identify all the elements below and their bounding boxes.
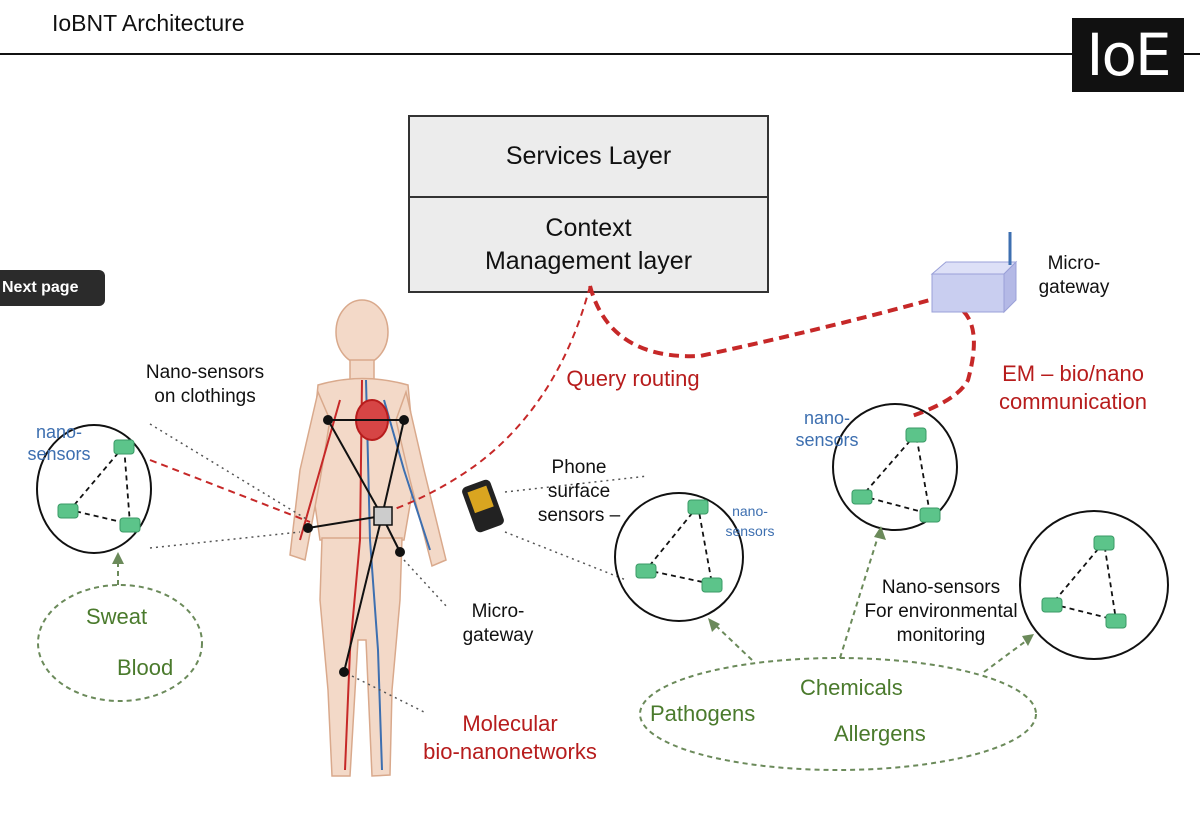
source-sweat: Sweat	[86, 604, 148, 629]
nano-sensors-right-label: nano- sensors	[795, 408, 859, 450]
vascular-system	[299, 379, 431, 771]
cluster-triangles	[68, 431, 1118, 622]
arrow-heads	[112, 526, 1034, 646]
source-ellipses	[37, 584, 1037, 771]
query-routing-links	[149, 285, 591, 523]
layer-stack: Services Layer Context Management layer	[408, 115, 769, 293]
micro-gateway-body-label: Micro- gateway	[462, 601, 534, 646]
molecular-label: Molecular bio-nanonetworks	[423, 711, 597, 764]
em-communication-link	[588, 285, 976, 418]
source-allergens: Allergens	[834, 721, 926, 746]
sensor-clusters	[36, 403, 1169, 660]
body-micro-gateway	[373, 506, 393, 526]
body-network-links	[307, 419, 405, 673]
micro-gateway-top-label: Micro- gateway	[1038, 253, 1110, 298]
context-management-layer: Context Management layer	[484, 213, 693, 275]
query-routing-label: Query routing	[566, 366, 700, 391]
phone-sensors-label: Phone surface sensors –	[537, 457, 621, 526]
nano-sensor-nodes	[57, 427, 1127, 629]
nano-sensors-left-label: nano- sensors	[27, 422, 91, 464]
source-pathogens: Pathogens	[650, 701, 756, 726]
source-blood: Blood	[117, 655, 174, 680]
cluster-phone	[614, 492, 744, 622]
human-body-figure	[289, 299, 447, 777]
environment-source	[639, 657, 1037, 771]
em-communication-label: EM – bio/nano communication	[999, 361, 1147, 414]
next-page-button[interactable]: Next page	[0, 270, 105, 306]
body-fluid-source	[37, 584, 203, 702]
cluster-em	[832, 403, 958, 531]
nano-on-clothing-label: Nano-sensors on clothings	[145, 362, 265, 407]
smartphone-icon	[462, 479, 504, 533]
env-monitoring-label: Nano-sensors For environmental monitorin…	[864, 577, 1018, 646]
services-layer: Services Layer	[410, 117, 767, 198]
title-divider	[0, 53, 1200, 55]
micro-gateway-device	[930, 232, 1018, 314]
body-nodes	[303, 415, 409, 677]
source-chemicals: Chemicals	[800, 675, 903, 700]
nano-sensors-phone-label: nano- sensors	[725, 503, 775, 539]
cluster-environment	[1019, 510, 1169, 660]
cluster-clothing	[36, 424, 152, 554]
source-arrows	[117, 529, 1031, 673]
ioe-logo: IoE	[1072, 18, 1184, 92]
logo-text: IoE	[1086, 21, 1171, 89]
page-title: IoBNT Architecture	[52, 10, 245, 36]
dotted-connectors	[149, 423, 649, 713]
